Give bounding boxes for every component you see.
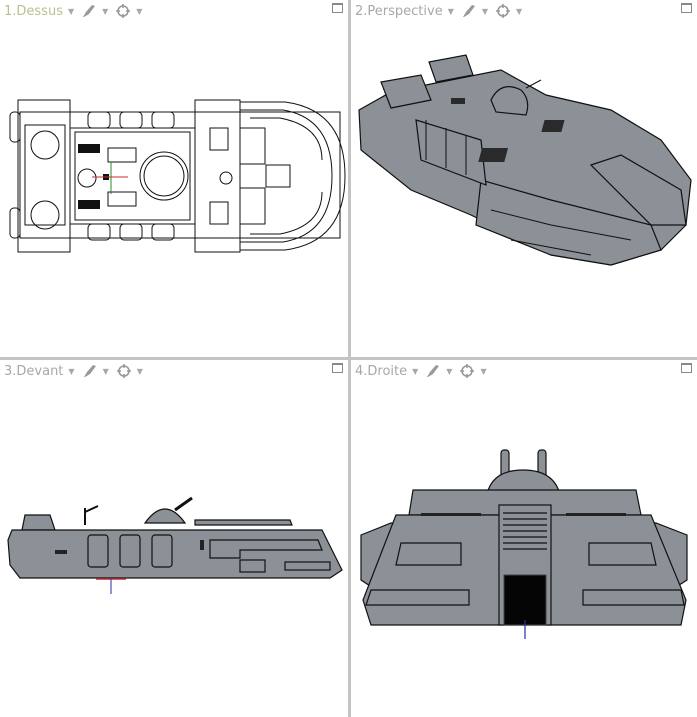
chevron-down-icon[interactable]: ▼	[136, 6, 143, 16]
maximize-viewport-icon[interactable]	[332, 3, 343, 13]
chevron-down-icon[interactable]: ▼	[68, 366, 75, 376]
viewport-horizontal-splitter[interactable]	[0, 357, 697, 360]
display-mode-icon[interactable]	[81, 3, 97, 19]
viewport-name-menu[interactable]: 3.Devant	[4, 363, 64, 379]
model-perspective	[358, 54, 692, 266]
viewport-name-menu[interactable]: 4.Droite	[355, 363, 408, 379]
chevron-down-icon[interactable]: ▼	[446, 366, 453, 376]
chevron-down-icon[interactable]: ▼	[67, 6, 75, 16]
viewport-header: 3.Devant ▼ ▼ ▼	[4, 362, 147, 380]
model-front-view	[7, 496, 343, 594]
viewport-front[interactable]: 3.Devant ▼ ▼ ▼	[0, 360, 348, 717]
display-mode-icon[interactable]	[82, 363, 98, 379]
chevron-down-icon[interactable]: ▼	[136, 366, 143, 376]
viewport-perspective[interactable]: 2.Perspective ▼ ▼ ▼	[351, 0, 697, 357]
viewport-name-menu[interactable]: 2.Perspective	[355, 3, 443, 19]
maximize-viewport-icon[interactable]	[332, 363, 343, 373]
chevron-down-icon[interactable]: ▼	[102, 366, 109, 376]
chevron-down-icon[interactable]: ▼	[102, 6, 109, 16]
viewport-header: 1.Dessus ▼ ▼ ▼	[4, 2, 146, 20]
viewport-header: 2.Perspective ▼ ▼ ▼	[355, 2, 526, 20]
display-mode-icon[interactable]	[461, 3, 477, 19]
viewport-top[interactable]: 1.Dessus ▼ ▼ ▼	[0, 0, 348, 357]
viewport-name-menu[interactable]: 1.Dessus	[4, 3, 63, 19]
chevron-down-icon[interactable]: ▼	[516, 6, 523, 16]
viewport-right[interactable]: 4.Droite ▼ ▼ ▼	[351, 360, 697, 717]
snap-target-icon[interactable]	[495, 3, 511, 19]
model-side-view	[360, 449, 688, 639]
display-mode-icon[interactable]	[425, 363, 441, 379]
chevron-down-icon[interactable]: ▼	[412, 366, 419, 376]
snap-target-icon[interactable]	[116, 363, 132, 379]
snap-target-icon[interactable]	[459, 363, 475, 379]
chevron-down-icon[interactable]: ▼	[480, 366, 487, 376]
maximize-viewport-icon[interactable]	[681, 363, 692, 373]
chevron-down-icon[interactable]: ▼	[447, 6, 454, 16]
maximize-viewport-icon[interactable]	[681, 3, 692, 13]
viewport-header: 4.Droite ▼ ▼ ▼	[355, 362, 491, 380]
model-wireframe-top	[9, 99, 346, 253]
chevron-down-icon[interactable]: ▼	[481, 6, 489, 16]
snap-target-icon[interactable]	[115, 3, 131, 19]
